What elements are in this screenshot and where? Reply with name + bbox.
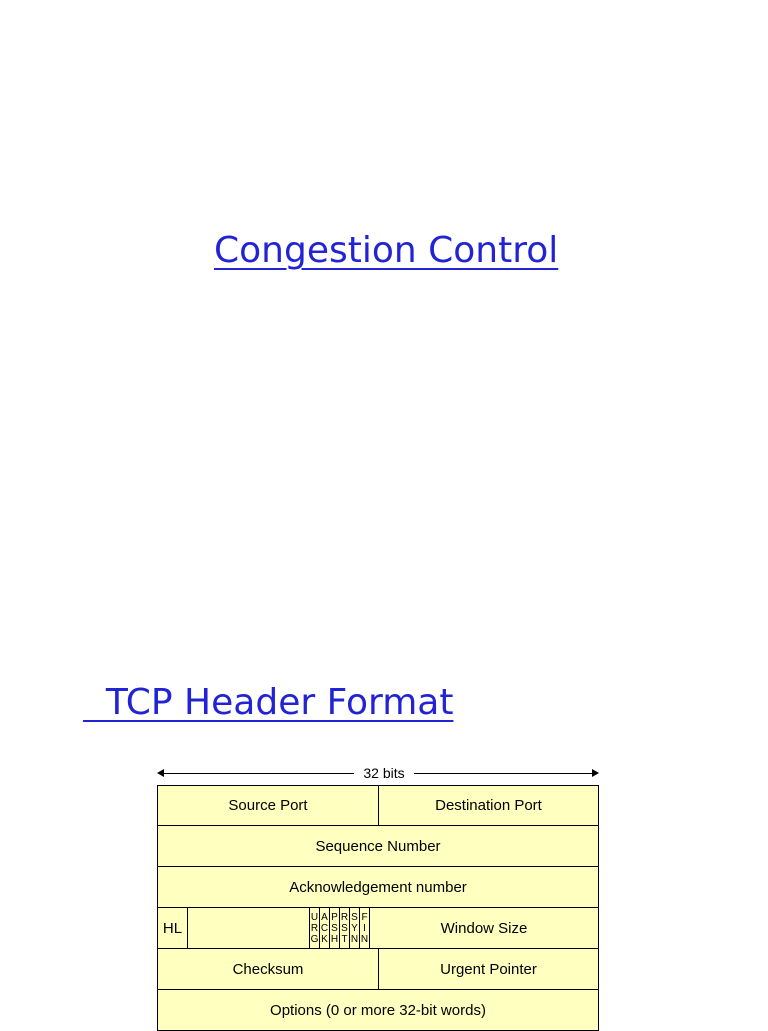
urgent-pointer-field: Urgent Pointer bbox=[378, 949, 598, 989]
sequence-number-field: Sequence Number bbox=[315, 837, 441, 855]
flag-letter: T bbox=[341, 934, 348, 945]
page-title: Congestion Control bbox=[214, 230, 559, 271]
header-length-field: HL bbox=[162, 919, 183, 937]
width-line-left bbox=[160, 773, 354, 774]
header-row: Checksum Urgent Pointer bbox=[157, 949, 599, 990]
flag-letter: S bbox=[351, 912, 358, 923]
header-row: Sequence Number bbox=[157, 826, 599, 867]
rst-flag: R S T bbox=[339, 908, 349, 948]
width-indicator: 32 bits bbox=[157, 764, 599, 784]
section-title: TCP Header Format bbox=[83, 682, 454, 723]
flag-letter: N bbox=[350, 934, 359, 945]
psh-flag: P S H bbox=[329, 908, 339, 948]
flag-letter: A bbox=[321, 912, 328, 923]
reserved-field bbox=[187, 908, 309, 948]
flag-letter: S bbox=[341, 923, 348, 934]
right-arrow-icon bbox=[592, 769, 599, 777]
header-row: HL U R G A C K P S H R S T S Y N F I bbox=[157, 908, 599, 949]
flag-letter: P bbox=[331, 912, 338, 923]
header-row: Source Port Destination Port bbox=[157, 785, 599, 826]
source-port-field: Source Port bbox=[228, 797, 308, 814]
flag-letter: G bbox=[310, 934, 319, 945]
checksum-field: Checksum bbox=[232, 960, 304, 978]
header-row: Acknowledgement number bbox=[157, 867, 599, 908]
urg-flag: U R G bbox=[309, 908, 319, 948]
fin-flag: F I N bbox=[359, 908, 369, 948]
flag-letter: S bbox=[331, 923, 338, 934]
flag-letter: C bbox=[320, 923, 329, 934]
ack-flag: A C K bbox=[319, 908, 329, 948]
header-row: Options (0 or more 32-bit words) bbox=[157, 990, 599, 1031]
flag-letter: R bbox=[340, 912, 349, 923]
destination-port-field: Destination Port bbox=[378, 786, 598, 825]
flag-letter: H bbox=[330, 934, 339, 945]
flag-letter: Y bbox=[351, 923, 358, 934]
flag-letter: R bbox=[310, 923, 319, 934]
width-line-right bbox=[414, 773, 596, 774]
acknowledgement-number-field: Acknowledgement number bbox=[289, 878, 467, 896]
syn-flag: S Y N bbox=[349, 908, 359, 948]
flag-letter: I bbox=[363, 923, 366, 934]
flag-letter: K bbox=[321, 934, 328, 945]
width-label: 32 bits bbox=[363, 765, 405, 781]
flag-letter: N bbox=[360, 934, 369, 945]
flag-letter: F bbox=[361, 912, 368, 923]
options-field: Options (0 or more 32-bit words) bbox=[270, 1001, 486, 1019]
window-size-field: Window Size bbox=[369, 908, 598, 948]
tcp-header-diagram: Source Port Destination Port Sequence Nu… bbox=[157, 785, 599, 1031]
flag-letter: U bbox=[310, 912, 319, 923]
